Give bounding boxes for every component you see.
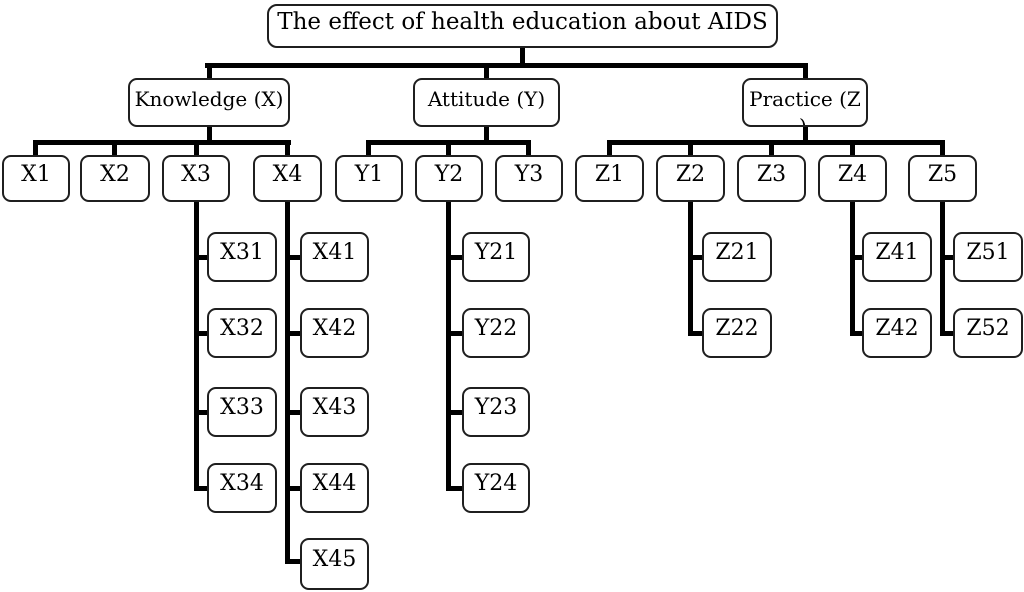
connector-practice-feed	[803, 127, 808, 142]
connector-x4-spine	[285, 202, 290, 564]
node-y3: Y3	[495, 155, 563, 202]
node-x33: X33	[207, 387, 277, 437]
connector-drop-z4	[850, 140, 855, 155]
connector-z2-spine	[688, 202, 693, 336]
connector-stub-x41	[285, 255, 300, 260]
node-x32: X32	[207, 308, 277, 358]
node-y23: Y23	[462, 387, 530, 437]
node-y22: Y22	[462, 308, 530, 358]
node-y2: Y2	[415, 155, 483, 202]
node-z51: Z51	[953, 232, 1023, 282]
connector-drop-practice	[803, 63, 808, 78]
connector-y2-spine	[446, 202, 451, 491]
node-z1: Z1	[575, 155, 644, 202]
node-x3: X3	[162, 155, 230, 202]
node-z41: Z41	[862, 232, 932, 282]
connector-drop-z5	[940, 140, 945, 155]
node-y24: Y24	[462, 463, 530, 513]
connector-stub-y21	[446, 255, 462, 260]
connector-stub-y22	[446, 331, 462, 336]
connector-stub-x34	[194, 486, 208, 491]
node-z21: Z21	[702, 232, 772, 282]
connector-stub-x32	[194, 331, 208, 336]
node-knowledge: Knowledge (X)	[128, 78, 290, 127]
connector-drop-x4	[285, 140, 290, 155]
connector-drop-attitude	[484, 63, 489, 78]
connector-drop-z2	[688, 140, 693, 155]
node-z2: Z2	[656, 155, 725, 202]
node-attitude: Attitude (Y)	[413, 78, 560, 127]
connector-stub-x45	[285, 559, 300, 564]
connector-drop-x2	[112, 140, 117, 155]
connector-drop-z3	[769, 140, 774, 155]
connector-stub-y23	[446, 410, 462, 415]
node-x44: X44	[300, 463, 369, 513]
node-x34: X34	[207, 463, 277, 513]
connector-drop-y3	[526, 140, 531, 155]
connector-stub-x43	[285, 410, 300, 415]
node-x1: X1	[2, 155, 70, 202]
node-x31: X31	[207, 232, 277, 282]
connector-stub-x31	[194, 255, 208, 260]
root-node: The effect of health education about AID…	[267, 4, 778, 48]
connector-stub-x42	[285, 331, 300, 336]
connector-level1-bus	[205, 63, 808, 68]
connector-knowledge-feed	[207, 127, 212, 142]
connector-root-feed	[520, 46, 525, 66]
connector-stub-z51	[940, 255, 953, 260]
connector-drop-y2	[446, 140, 451, 155]
node-z4: Z4	[818, 155, 887, 202]
connector-x3-spine	[194, 202, 199, 491]
node-practice-label: Practice (Z	[749, 87, 861, 111]
connector-stub-z21	[688, 255, 702, 260]
connector-drop-z1	[607, 140, 612, 155]
node-practice: Practice (Z )	[742, 78, 868, 127]
connector-z-bus	[607, 140, 945, 145]
node-x42: X42	[300, 308, 369, 358]
node-x41: X41	[300, 232, 369, 282]
node-z22: Z22	[702, 308, 772, 358]
connector-z4-spine	[850, 202, 855, 336]
connector-x-bus	[33, 140, 291, 145]
connector-stub-x33	[194, 410, 208, 415]
node-y1: Y1	[335, 155, 403, 202]
connector-z5-spine	[940, 202, 945, 336]
node-x45: X45	[300, 538, 369, 590]
connector-drop-x1	[33, 140, 38, 155]
node-z52: Z52	[953, 308, 1023, 358]
node-z42: Z42	[862, 308, 932, 358]
node-x4: X4	[253, 155, 322, 202]
node-z3: Z3	[737, 155, 806, 202]
connector-drop-y1	[366, 140, 371, 155]
node-x2: X2	[80, 155, 150, 202]
node-practice-wrapped-paren: )	[799, 114, 807, 127]
connector-stub-z41	[850, 255, 862, 260]
connector-stub-y24	[446, 486, 462, 491]
connector-stub-z52	[940, 331, 953, 336]
node-y21: Y21	[462, 232, 530, 282]
node-x43: X43	[300, 387, 369, 437]
node-z5: Z5	[908, 155, 977, 202]
connector-stub-z42	[850, 331, 862, 336]
connector-attitude-feed	[484, 127, 489, 142]
connector-drop-x3	[194, 140, 199, 155]
connector-stub-x44	[285, 486, 300, 491]
connector-stub-z22	[688, 331, 702, 336]
connector-drop-knowledge	[207, 63, 212, 78]
